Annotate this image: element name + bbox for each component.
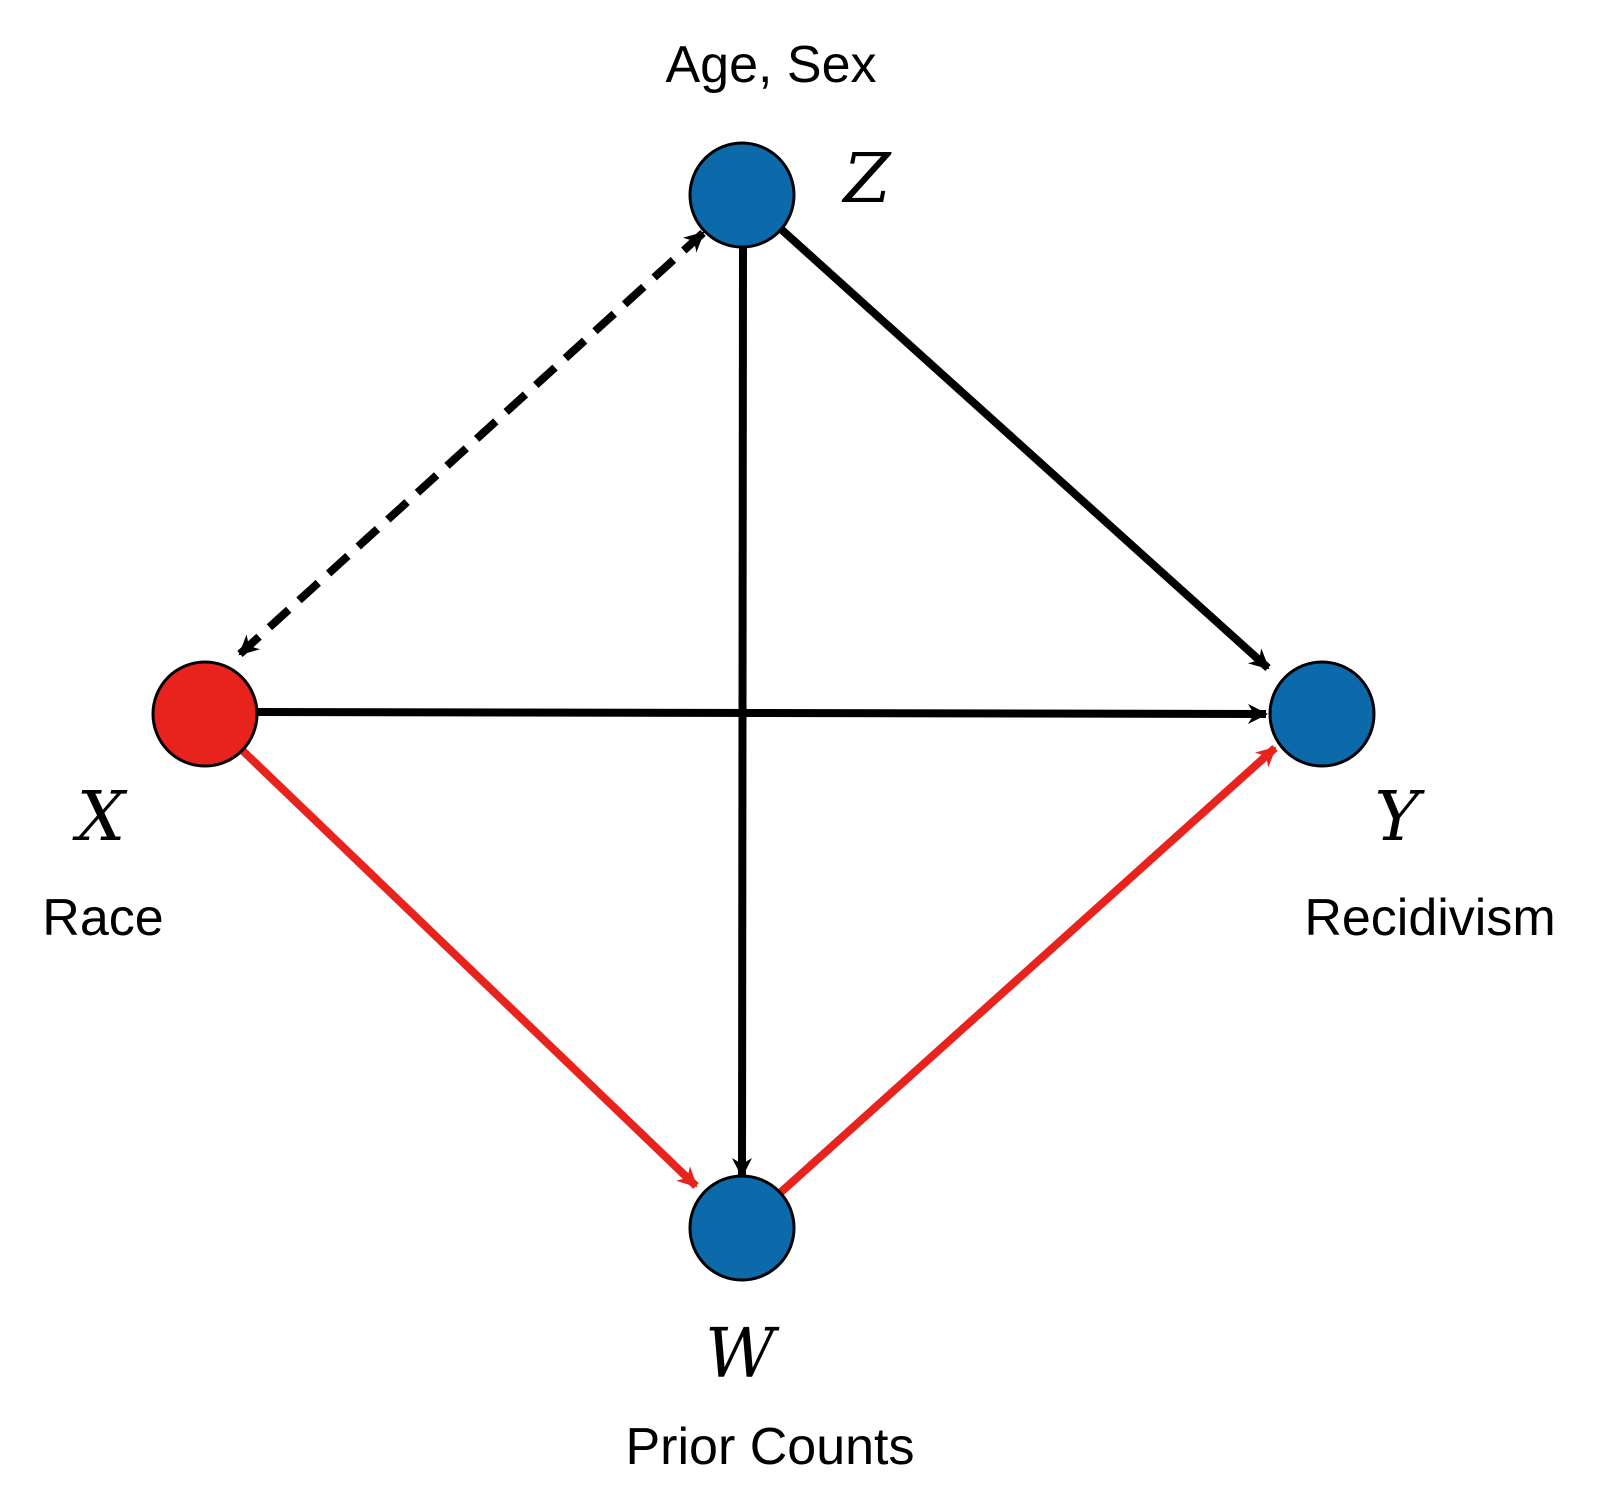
node-z (688, 141, 796, 249)
node-w-symbol: W (705, 1315, 780, 1394)
node-x-symbol: X (72, 778, 128, 857)
node-z-symbol: Z (841, 140, 892, 219)
edges (237, 227, 1278, 1196)
edge-z-x (237, 230, 706, 657)
edge-x-y (257, 703, 1268, 724)
node-w-desc: Prior Counts (626, 1418, 915, 1476)
nodes (151, 141, 1376, 1282)
edge-z-y (779, 227, 1271, 671)
node-x (151, 660, 259, 768)
node-z-desc: Age, Sex (665, 36, 876, 94)
node-y (1268, 660, 1376, 768)
edge-w-y (777, 745, 1278, 1196)
node-y-symbol: Y (1375, 778, 1426, 857)
node-x-desc: Race (42, 889, 163, 947)
node-y-desc: Recidivism (1304, 889, 1555, 947)
edge-x-w (239, 747, 699, 1189)
labels: Age, Sex Z X Race Y Recidivism W Prior C… (42, 36, 1555, 1476)
node-w (688, 1174, 796, 1282)
